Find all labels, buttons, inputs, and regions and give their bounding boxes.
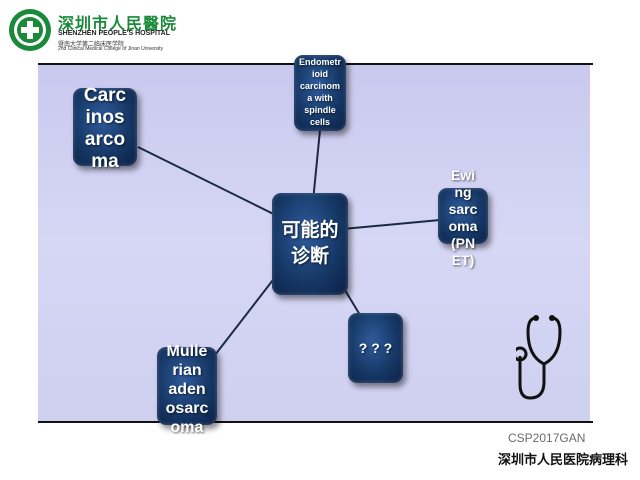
hospital-emblem-icon [9, 9, 51, 51]
college-name-cn: 暨南大学第二临床医学院 [58, 42, 125, 48]
node-endometrioid: Endometr ioid carcinom a with spindle ce… [294, 55, 346, 131]
node-center-label: 可能的 诊断 [281, 220, 339, 267]
college-name-en: 2nd Clinical Medical College of Jinan Un… [58, 46, 164, 52]
node-mullerian-label: Mulle rian aden osarc oma [165, 342, 209, 436]
stethoscope-icon [516, 315, 562, 400]
node-ewing-label: Ewi ng sarc oma (PN ET) [448, 167, 478, 268]
node-endometrioid-label: Endometr ioid carcinom a with spindle ce… [298, 57, 341, 127]
node-center: 可能的 诊断 [272, 193, 348, 295]
node-mullerian: Mulle rian aden osarc oma [157, 343, 217, 436]
department-label: 深圳市人民医院病理科 [498, 453, 629, 468]
hospital-name-cn: 深圳市人民醫院 [58, 14, 178, 33]
bottom-divider [38, 421, 593, 423]
hospital-name-en: SHENZHEN PEOPLE'S HOSPITAL [58, 30, 170, 37]
node-carcinosarcoma: Carc inos arco ma [73, 85, 137, 172]
node-carcinosarcoma-label: Carc inos arco ma [83, 85, 127, 172]
node-unknown-label: ? ? ? [358, 340, 393, 356]
node-unknown: ? ? ? [348, 313, 403, 383]
watermark: CSP2017GAN [508, 431, 586, 445]
header: 深圳市人民醫院 SHENZHEN PEOPLE'S HOSPITAL 暨南大学第… [0, 0, 640, 62]
node-ewing: Ewi ng sarc oma (PN ET) [438, 167, 488, 268]
